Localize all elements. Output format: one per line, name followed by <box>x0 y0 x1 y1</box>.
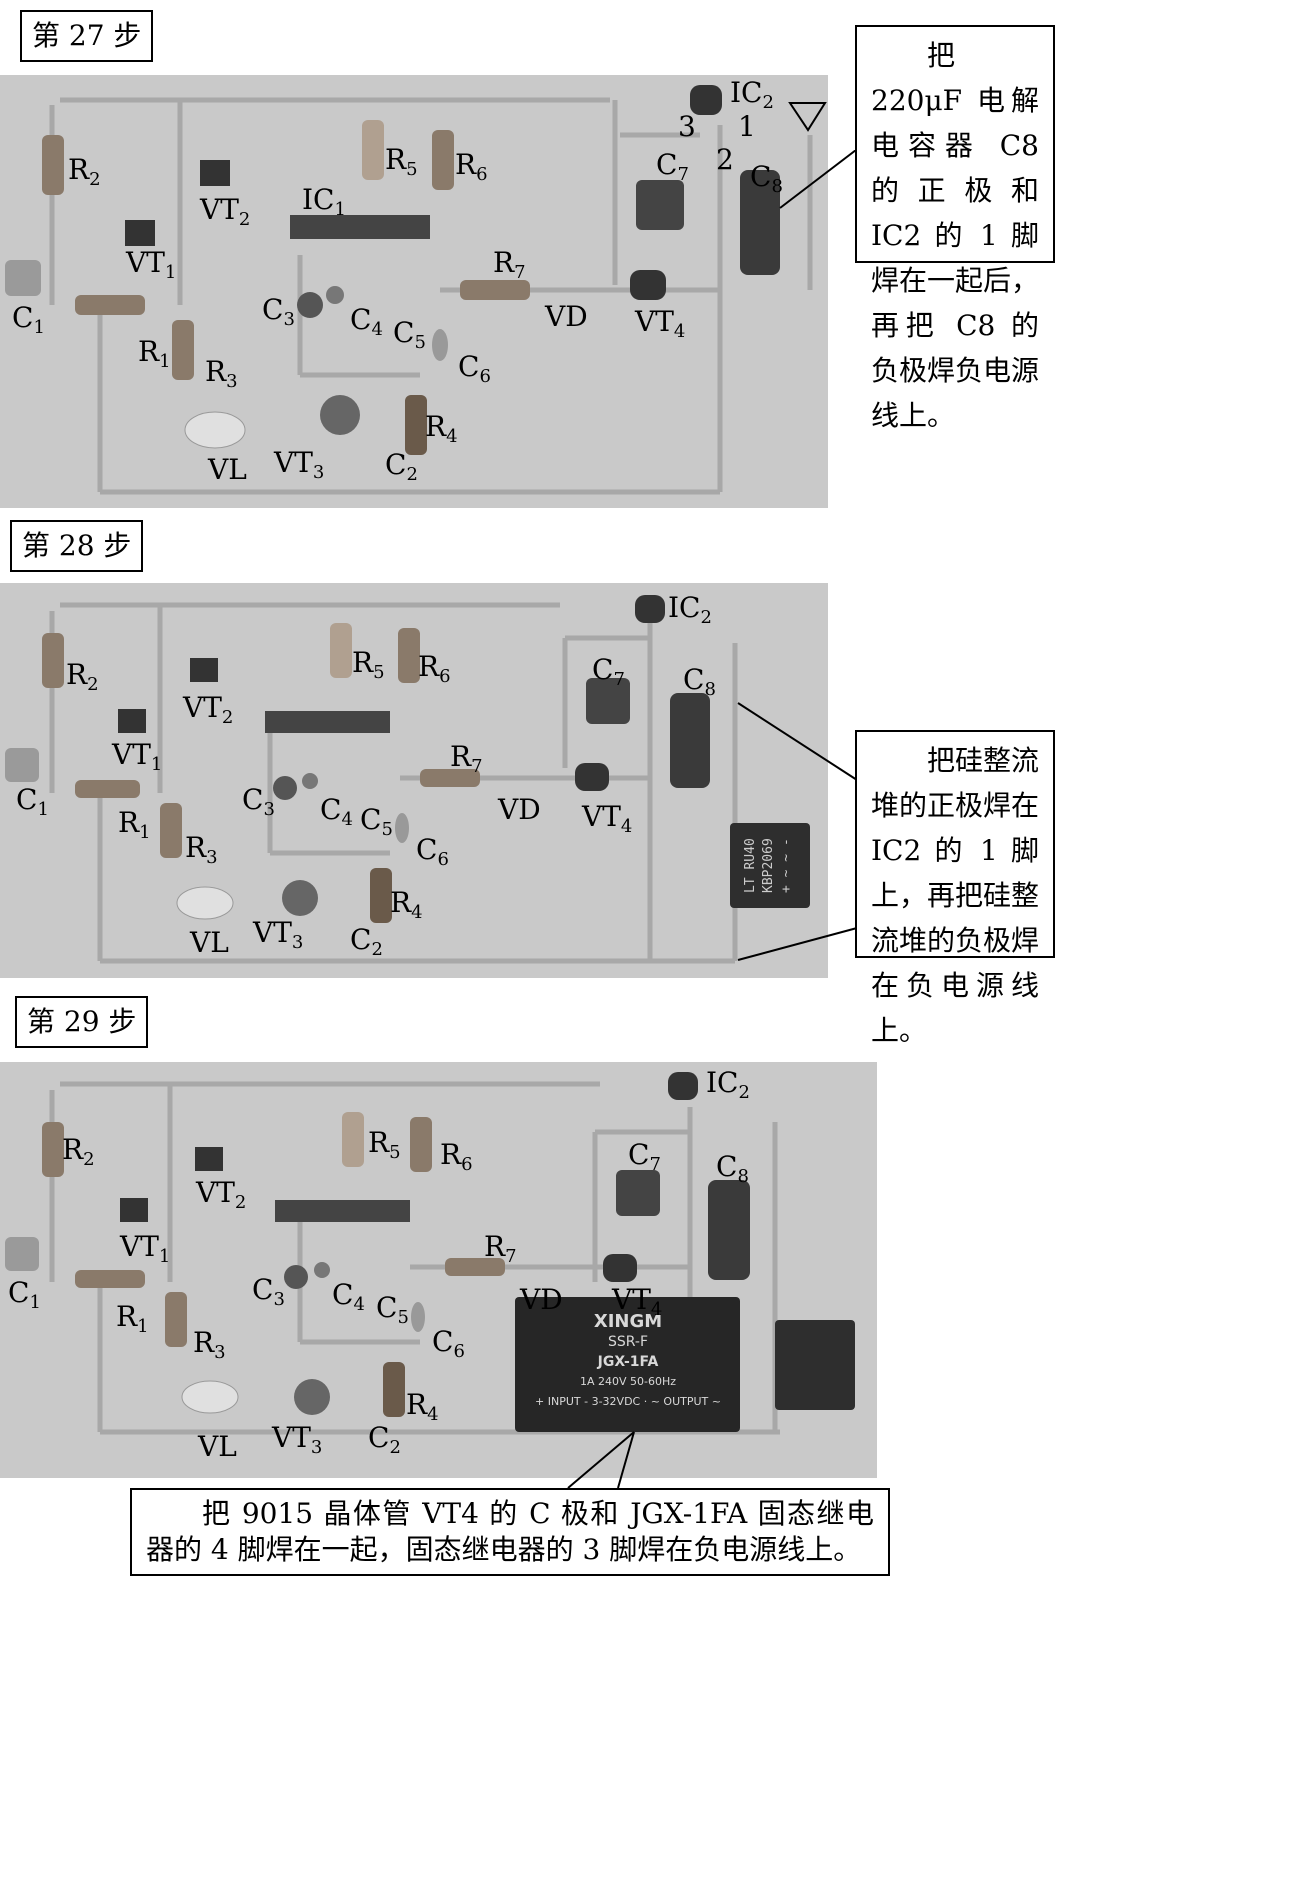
label-pin1-s27: 1 <box>738 110 756 143</box>
label-vt3-s27: VT3 <box>274 446 325 484</box>
label-vd-s29: VD <box>520 1283 563 1316</box>
label-pin2-s27: 2 <box>716 143 734 176</box>
label-vt4-s29: VT4 <box>612 1283 663 1321</box>
label-r4-s27: R4 <box>425 410 458 448</box>
step-27-circuit <box>5 85 827 495</box>
label-pin3-s27: 3 <box>678 110 696 143</box>
label-c3-s27: C3 <box>262 293 295 331</box>
label-r7-s27: R7 <box>493 246 526 284</box>
label-r2-s27: R2 <box>68 153 101 191</box>
label-r1-s27: R1 <box>138 335 171 373</box>
label-ic2-s28: IC2 <box>668 591 712 629</box>
step-27-title: 第 27 步 <box>20 10 154 62</box>
step-27-leader <box>779 150 857 209</box>
step-27-photo <box>0 75 828 508</box>
label-vt1-s28: VT1 <box>112 738 163 776</box>
label-vt4-s28: VT4 <box>582 800 633 838</box>
step-29-title: 第 29 步 <box>15 996 149 1048</box>
label-c6-s27: C6 <box>458 350 491 388</box>
label-r2-s28: R2 <box>66 658 99 696</box>
label-c7-s28: C7 <box>592 653 625 691</box>
step-29-photo: XINGM SSR-F JGX-1FA 1A 240V 50-60Hz + IN… <box>0 1062 877 1478</box>
label-c6-s29: C6 <box>432 1325 465 1363</box>
step-29-note: 把 9015 晶体管 VT4 的 C 极和 JGX-1FA 固态继电器的 4 脚… <box>130 1488 890 1576</box>
label-r7-s28: R7 <box>450 740 483 778</box>
label-r5-s29: R5 <box>368 1126 401 1164</box>
label-c1-s28: C1 <box>16 783 49 821</box>
label-vt3-s28: VT3 <box>253 916 304 954</box>
label-r1-s29: R1 <box>116 1300 149 1338</box>
label-r6-s27: R6 <box>455 148 488 186</box>
step-29-leader <box>567 1431 635 1489</box>
step-28-title: 第 28 步 <box>10 520 144 572</box>
label-c3-s28: C3 <box>242 783 275 821</box>
label-ic1-s27: IC1 <box>302 183 346 221</box>
label-r6-s28: R6 <box>418 650 451 688</box>
label-vt2-s28: VT2 <box>183 691 234 729</box>
label-vd-s27: VD <box>545 300 588 333</box>
label-c3-s29: C3 <box>252 1273 285 1311</box>
label-r3-s29: R3 <box>193 1326 226 1364</box>
step-28-leaders <box>737 702 858 961</box>
label-c5-s29: C5 <box>376 1291 409 1329</box>
step-28-circuit <box>5 595 810 964</box>
label-c7-s29: C7 <box>628 1138 661 1176</box>
step-28-note: 把硅整流堆的正极焊在 IC2 的 1 脚上，再把硅整流堆的负极焊在负电源线上。 <box>855 730 1055 1047</box>
label-r5-s28: R5 <box>352 646 385 684</box>
label-vl-s28: VL <box>190 926 229 959</box>
label-r2-s29: R2 <box>62 1133 95 1171</box>
label-vt1-s27: VT1 <box>126 246 177 284</box>
label-c2-s28: C2 <box>350 923 383 961</box>
ssr-marking: XINGM SSR-F JGX-1FA 1A 240V 50-60Hz + IN… <box>535 1311 721 1409</box>
label-c4-s29: C4 <box>332 1278 365 1316</box>
label-c5-s28: C5 <box>360 803 393 841</box>
label-vt4-s27: VT4 <box>635 305 686 343</box>
label-r4-s28: R4 <box>390 886 423 924</box>
step-27-note: 把 220μF 电解电容器 C8 的正极和 IC2 的 1 脚焊在一起后，再把 … <box>855 25 1055 432</box>
label-vd-s28: VD <box>498 793 541 826</box>
label-c2-s29: C2 <box>368 1421 401 1459</box>
label-c4-s27: C4 <box>350 303 383 341</box>
label-vt3-s29: VT3 <box>272 1421 323 1459</box>
label-c6-s28: C6 <box>416 833 449 871</box>
label-r3-s27: R3 <box>205 355 238 393</box>
label-c8-s29: C8 <box>716 1150 749 1188</box>
label-c8-s28: C8 <box>683 663 716 701</box>
label-c8-s27: C8 <box>750 160 783 198</box>
label-vt2-s27: VT2 <box>200 193 251 231</box>
label-c5-s27: C5 <box>393 316 426 354</box>
label-r5-s27: R5 <box>385 143 418 181</box>
label-c1-s29: C1 <box>8 1276 41 1314</box>
step-29-circuit <box>5 1072 855 1435</box>
label-r3-s28: R3 <box>185 831 218 869</box>
label-c1-s27: C1 <box>12 301 45 339</box>
label-vl-s29: VL <box>198 1430 237 1463</box>
label-vl-s27: VL <box>208 453 247 486</box>
step-28-photo: LT RU40 KBP2069 + ~ ~ - <box>0 583 828 978</box>
label-r1-s28: R1 <box>118 806 151 844</box>
label-c7-s27: C7 <box>656 148 689 186</box>
label-r4-s29: R4 <box>406 1388 439 1426</box>
label-vt1-s29: VT1 <box>120 1230 171 1268</box>
label-ic2-s29: IC2 <box>706 1066 750 1104</box>
label-vt2-s29: VT2 <box>196 1176 247 1214</box>
label-r7-s29: R7 <box>484 1230 517 1268</box>
label-r6-s29: R6 <box>440 1138 473 1176</box>
label-c2-s27: C2 <box>385 448 418 486</box>
label-c4-s28: C4 <box>320 793 353 831</box>
label-ic2-s27: IC2 <box>730 76 774 114</box>
